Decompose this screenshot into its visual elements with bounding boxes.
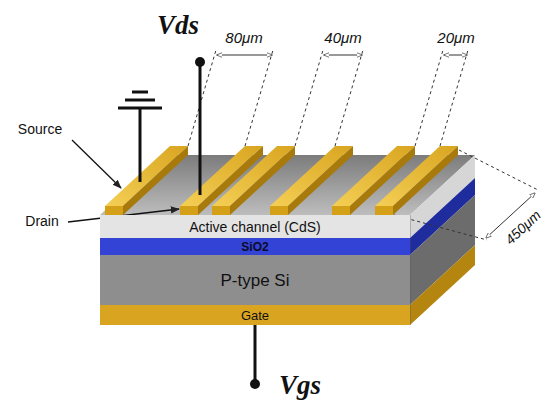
electrode-front <box>332 206 350 215</box>
extension-line <box>335 50 363 146</box>
terminal-name: Vds <box>157 11 199 41</box>
dimension-label: 40μm <box>324 30 361 47</box>
electrode-front <box>105 206 123 215</box>
drain-terminal <box>195 57 205 67</box>
dimension-lines <box>188 50 538 240</box>
extension-line <box>459 150 538 190</box>
dimension-arrow <box>324 55 362 56</box>
ground-wire <box>139 108 142 182</box>
ground-bar <box>132 91 148 94</box>
extension-line <box>415 50 443 146</box>
layer-label: Active channel (CdS) <box>189 220 321 234</box>
extension-line <box>440 50 468 146</box>
electrode-front <box>270 206 288 215</box>
oxide-layer: SiO2 <box>100 238 410 255</box>
electrode-side <box>393 146 458 215</box>
gate-terminal <box>250 379 260 389</box>
extension-line <box>295 50 323 146</box>
terminal-name: Vgs <box>279 371 321 401</box>
dimension-label: 20μm <box>437 30 474 47</box>
electrode-front <box>180 206 198 215</box>
electrode-bars <box>105 146 458 215</box>
ground-symbol <box>118 92 162 182</box>
gate-layer: Gate <box>100 305 410 325</box>
layer-label: SiO2 <box>241 241 268 253</box>
substrate-layer: P-type Si <box>100 255 410 305</box>
dimension-arrow <box>217 55 272 56</box>
part-name: Source <box>18 122 62 137</box>
drain-wire <box>199 66 202 195</box>
extension-line <box>245 50 273 146</box>
extension-line <box>188 50 216 146</box>
electrode-side <box>123 146 188 215</box>
layer-label: P-type Si <box>221 272 290 289</box>
gate-side-face <box>410 245 475 325</box>
layer-label: Gate <box>241 309 269 322</box>
part-name: Drain <box>25 214 58 229</box>
dimension-label: 450μm <box>502 208 544 248</box>
gate-wire <box>254 325 257 380</box>
dimension-arrow <box>444 55 467 56</box>
dimension-label: 80μm <box>225 30 262 47</box>
pointer-arrow <box>72 140 121 188</box>
electrode-top <box>105 146 188 206</box>
electrode-top <box>375 146 458 206</box>
electrode-front <box>212 206 230 215</box>
electrode-top <box>270 146 353 206</box>
electrode-front <box>375 206 393 215</box>
channel-layer: Active channel (CdS) <box>100 215 410 238</box>
ground-bar <box>125 99 155 102</box>
